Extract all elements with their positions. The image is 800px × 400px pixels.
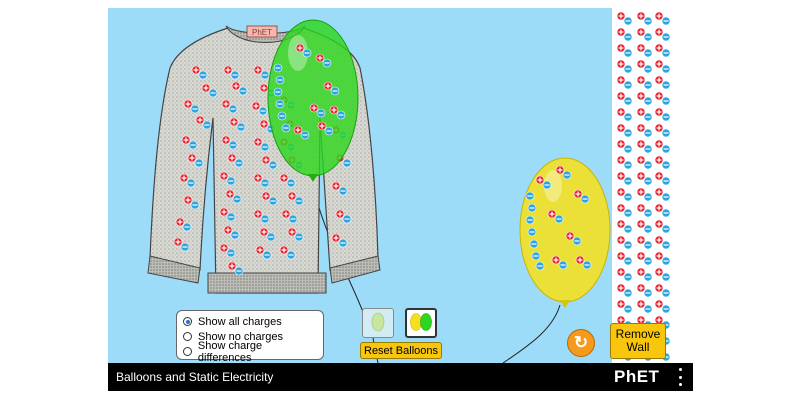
single-balloon-icon bbox=[371, 312, 385, 332]
radio-show-all-charges[interactable]: Show all charges bbox=[183, 314, 317, 329]
scene-svg: PhET bbox=[147, 8, 693, 363]
yellow-balloon-charges bbox=[525, 165, 592, 271]
wall[interactable] bbox=[612, 8, 693, 363]
phet-logo[interactable]: PhET bbox=[614, 367, 660, 386]
charge-display-panel: Show all charges Show no charges Show ch… bbox=[176, 310, 324, 364]
radio-show-charge-differences[interactable]: Show charge differences bbox=[183, 340, 317, 364]
remove-wall-button[interactable]: Remove Wall bbox=[610, 323, 666, 359]
radio-unselected-icon bbox=[183, 347, 192, 356]
radio-label: Show all charges bbox=[198, 315, 282, 328]
green-balloon[interactable] bbox=[267, 19, 359, 182]
reset-balloons-button[interactable]: Reset Balloons bbox=[360, 342, 442, 359]
green-balloon-charges bbox=[273, 43, 346, 140]
one-balloon-toggle[interactable] bbox=[362, 308, 394, 338]
navigation-bar: Balloons and Static Electricity PhET bbox=[108, 363, 693, 391]
kebab-menu-icon[interactable] bbox=[676, 368, 684, 386]
sim-title: Balloons and Static Electricity bbox=[116, 370, 274, 384]
two-balloons-toggle[interactable] bbox=[405, 308, 437, 338]
radio-label: Show no charges bbox=[198, 330, 283, 343]
sweater-label-text: PhET bbox=[252, 28, 272, 37]
radio-unselected-icon bbox=[183, 332, 192, 341]
yellow-balloon-string bbox=[502, 304, 561, 363]
sweater-label bbox=[246, 25, 278, 38]
play-area: PhET bbox=[108, 8, 693, 363]
sim-screen: PhET Show all charges bbox=[108, 8, 693, 391]
radio-label: Show charge differences bbox=[197, 339, 263, 364]
reset-all-button[interactable]: ↻ bbox=[567, 329, 595, 357]
radio-show-no-charges[interactable]: Show no charges bbox=[183, 329, 317, 344]
radio-selected-icon bbox=[183, 317, 192, 326]
reset-arrow-icon: ↻ bbox=[573, 333, 589, 352]
two-balloons-icon bbox=[410, 313, 432, 331]
yellow-balloon[interactable] bbox=[519, 157, 611, 308]
